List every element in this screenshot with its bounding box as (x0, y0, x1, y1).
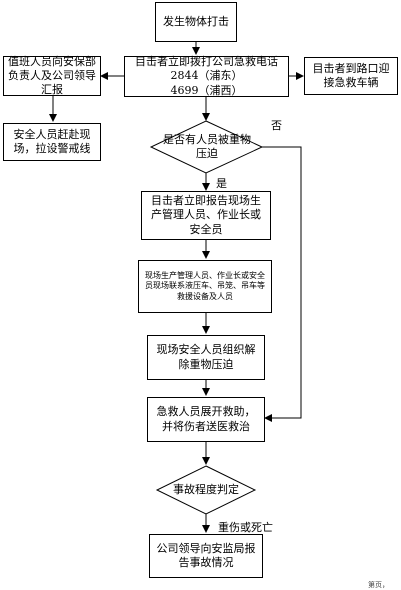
node-rescue: 急救人员展开救助，并将伤者送医救治 (147, 397, 265, 442)
node-report-label: 目击者立即报告现场生产管理人员、作业长或安全员 (151, 194, 261, 236)
node-notify-leaders: 值班人员向安保部负责人及公司领导汇报 (3, 54, 101, 97)
node-call-line3: 4699（浦西） (170, 83, 243, 97)
node-contact-label: 现场生产管理人员、作业长或安全员现场联系液压车、吊笼、吊车等救援设备及人员 (145, 270, 265, 301)
node-call-line2: 2844（浦东） (170, 69, 243, 83)
node-notify-label: 值班人员向安保部负责人及公司领导汇报 (8, 54, 96, 97)
node-call-line1: 目击者立即拨打公司急救电话 (135, 55, 278, 69)
edge-label-serious: 重伤或死亡 (218, 521, 273, 534)
decision-pressed-text: 是否有人员被重物压迫 (163, 132, 251, 160)
node-security-label: 安全人员赶赴现场，拉设警戒线 (13, 127, 91, 155)
node-contact-equipment: 现场生产管理人员、作业长或安全员现场联系液压车、吊笼、吊车等救援设备及人员 (138, 260, 272, 313)
node-authority-label: 公司领导向安监局报告事故情况 (156, 541, 256, 569)
node-call-hotline: 目击者立即拨打公司急救电话 2844（浦东） 4699（浦西） (124, 55, 289, 97)
node-report-managers: 目击者立即报告现场生产管理人员、作业长或安全员 (141, 191, 271, 240)
page-footer: 第页， (368, 581, 389, 589)
arrow-decision-no-to-rescue (262, 146, 302, 422)
node-guide-label: 目击者到路口迎接急救车辆 (312, 61, 390, 89)
decision-severity-label: 事故程度判定 (162, 480, 250, 500)
node-start: 发生物体打击 (155, 2, 237, 42)
decision-severity-text: 事故程度判定 (173, 482, 239, 496)
node-report-authority: 公司领导向安监局报告事故情况 (149, 534, 263, 578)
decision-pressed-label: 是否有人员被重物压迫 (162, 129, 252, 165)
node-security-scene: 安全人员赶赴现场，拉设警戒线 (3, 123, 101, 161)
node-start-label: 发生物体打击 (163, 14, 229, 28)
edge-label-yes: 是 (216, 177, 227, 190)
node-remove-weight: 现场安全人员组织解除重物压迫 (147, 335, 265, 380)
node-rescue-label: 急救人员展开救助，并将伤者送医救治 (156, 405, 256, 433)
node-remove-label: 现场安全人员组织解除重物压迫 (156, 343, 256, 371)
node-guide-ambulance: 目击者到路口迎接急救车辆 (304, 57, 398, 95)
edge-label-no: 否 (271, 119, 282, 132)
